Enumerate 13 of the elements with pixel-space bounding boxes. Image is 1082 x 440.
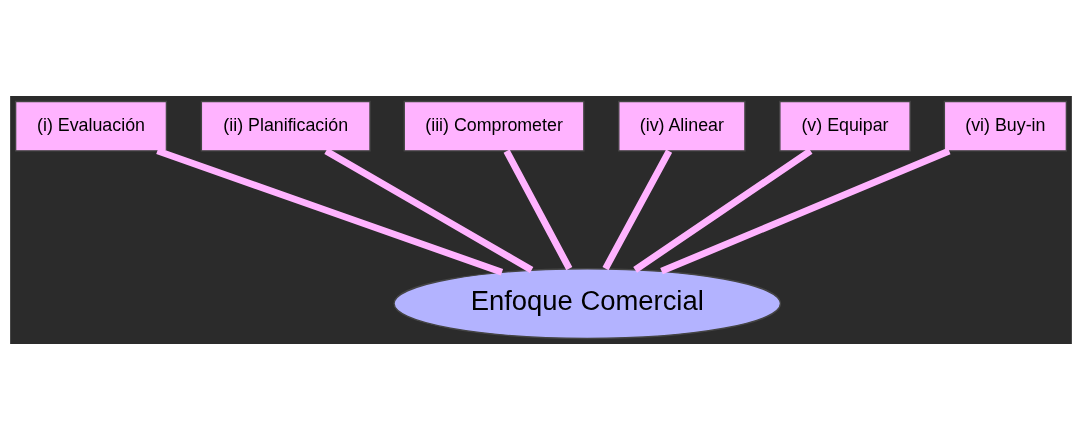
node-box: (ii) Planificación [200, 100, 371, 152]
node-box: (iv) Alinear [618, 100, 746, 152]
node-box: (v) Equipar [779, 100, 911, 152]
connector [156, 147, 504, 276]
connector [324, 147, 534, 273]
connector [660, 147, 951, 275]
node-ellipse: Enfoque Comercial [393, 268, 782, 340]
connector [602, 149, 673, 271]
node-box: (iii) Comprometer [403, 100, 585, 152]
node-box: (vi) Buy-in [943, 100, 1068, 152]
connector [503, 149, 573, 271]
node-box: (i) Evaluación [14, 100, 168, 152]
connector [633, 148, 813, 273]
